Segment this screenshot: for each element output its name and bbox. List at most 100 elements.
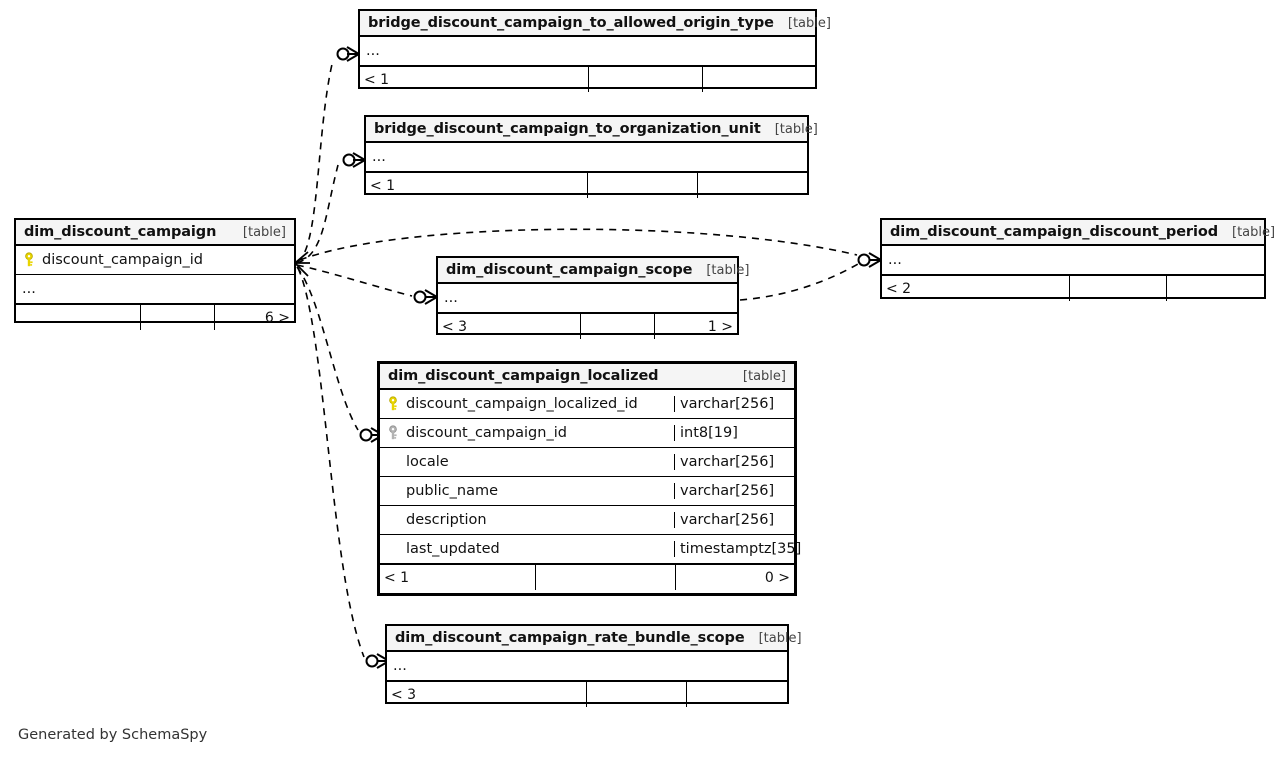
generated-by-credit: Generated by SchemaSpy: [18, 727, 208, 743]
collapsed-columns-ellipsis: ...: [882, 246, 1264, 275]
footer-middle: [1069, 276, 1166, 301]
edge-to-organization-unit: [296, 164, 339, 264]
table-bridge-discount-campaign-to-allowed-origin-type[interactable]: bridge_discount_campaign_to_allowed_orig…: [358, 9, 831, 92]
edge-endpoint-circle: [336, 47, 350, 61]
table-footer: < 2: [882, 275, 1264, 301]
footer-child-count: [702, 67, 815, 92]
table-footer: < 3: [387, 681, 787, 707]
footer-parent-count: < 3: [391, 686, 417, 703]
table-footer: < 1: [366, 172, 807, 198]
table-title: bridge_discount_campaign_to_allowed_orig…: [368, 15, 774, 31]
table-kind-label: [table]: [706, 262, 750, 278]
table-header: dim_discount_campaign_rate_bundle_scope …: [387, 626, 802, 652]
table-row[interactable]: discount_campaign_localized_id varchar[2…: [380, 390, 794, 419]
footer-child-count: [697, 173, 807, 198]
edge-parent-fan: [294, 251, 310, 277]
table-title: dim_discount_campaign_localized: [388, 368, 659, 384]
table-row[interactable]: description varchar[256]: [380, 506, 794, 535]
column-name-text: locale: [406, 454, 449, 470]
collapsed-columns-ellipsis: ...: [438, 284, 737, 313]
column-type-cell: varchar[256]: [674, 483, 794, 499]
footer-middle: [586, 682, 686, 707]
footer-parent-count: < 3: [442, 318, 468, 335]
foreign-key-icon: [386, 425, 400, 441]
edge-endpoint-circle: [359, 428, 373, 442]
footer-middle: [580, 314, 654, 339]
table-kind-label: [table]: [1232, 224, 1276, 240]
column-name-cell: public_name: [380, 483, 674, 499]
table-header: dim_discount_campaign [table]: [16, 220, 294, 246]
footer-middle: [587, 173, 697, 198]
column-name-text: discount_campaign_id: [406, 425, 567, 441]
edge-endpoint-circle: [413, 290, 427, 304]
table-header: bridge_discount_campaign_to_organization…: [366, 117, 818, 143]
table-footer: < 1: [360, 66, 815, 92]
edge-to-scope: [296, 264, 413, 297]
table-header: bridge_discount_campaign_to_allowed_orig…: [360, 11, 831, 37]
table-row[interactable]: public_name varchar[256]: [380, 477, 794, 506]
column-name-cell: last_updated: [380, 541, 674, 557]
column-name-cell: locale: [380, 454, 674, 470]
table-footer: 6 >: [16, 304, 294, 330]
column-name-text: public_name: [406, 483, 498, 499]
table-bridge-discount-campaign-to-organization-unit[interactable]: bridge_discount_campaign_to_organization…: [364, 115, 818, 198]
table-row[interactable]: last_updated timestamptz[35]: [380, 535, 801, 564]
table-kind-label: [table]: [758, 630, 802, 646]
column-type-cell: varchar[256]: [674, 512, 794, 528]
column-type-cell: timestamptz[35]: [674, 541, 801, 557]
table-dim-discount-campaign-localized[interactable]: dim_discount_campaign_localized [table] …: [377, 361, 801, 596]
edge-endpoint-circle: [857, 253, 871, 267]
table-row[interactable]: locale varchar[256]: [380, 448, 794, 477]
table-title: dim_discount_campaign_scope: [446, 262, 693, 278]
table-header: dim_discount_campaign_scope [table]: [438, 258, 749, 284]
primary-key-icon: [386, 396, 400, 412]
table-title: dim_discount_campaign: [24, 224, 217, 240]
table-title: dim_discount_campaign_discount_period: [890, 224, 1218, 240]
table-dim-discount-campaign-rate-bundle-scope[interactable]: dim_discount_campaign_rate_bundle_scope …: [385, 624, 802, 707]
edge-endpoint-circle: [365, 654, 379, 668]
table-row[interactable]: discount_campaign_id int8[19]: [380, 419, 794, 448]
primary-key-icon: [22, 252, 36, 268]
footer-child-count: [686, 682, 787, 707]
edge-endpoint-circle: [342, 153, 356, 167]
column-name-cell: discount_campaign_id: [16, 252, 294, 268]
edge-scope-to-discount-period: [739, 263, 859, 301]
footer-middle: [588, 67, 702, 92]
table-header: dim_discount_campaign_discount_period [t…: [882, 220, 1275, 246]
footer-parent-count: < 1: [364, 71, 390, 88]
column-type-cell: int8[19]: [674, 425, 794, 441]
column-name-cell: discount_campaign_id: [380, 425, 674, 441]
table-title: dim_discount_campaign_rate_bundle_scope: [395, 630, 745, 646]
footer-parent-count: [16, 305, 140, 330]
table-kind-label: [table]: [774, 121, 818, 137]
column-name-text: discount_campaign_localized_id: [406, 396, 638, 412]
table-kind-label: [table]: [742, 368, 786, 384]
edge-to-localized: [296, 266, 359, 431]
column-name-text: discount_campaign_id: [42, 252, 203, 268]
footer-middle: [535, 565, 675, 590]
edge-to-rate-bundle-scope: [297, 267, 365, 658]
collapsed-columns-ellipsis: ...: [387, 652, 787, 681]
table-row[interactable]: discount_campaign_id: [16, 246, 294, 275]
column-type-cell: varchar[256]: [674, 396, 794, 412]
table-dim-discount-campaign-discount-period[interactable]: dim_discount_campaign_discount_period [t…: [880, 218, 1275, 301]
column-name-cell: discount_campaign_localized_id: [380, 396, 674, 412]
collapsed-columns-ellipsis: ...: [366, 143, 807, 172]
footer-parent-count: < 1: [384, 569, 410, 586]
footer-parent-count: < 1: [370, 177, 396, 194]
footer-child-count: [1166, 276, 1264, 301]
footer-parent-count: < 2: [886, 280, 912, 297]
column-name-text: last_updated: [406, 541, 500, 557]
table-footer: < 3 1 >: [438, 313, 737, 339]
table-dim-discount-campaign[interactable]: dim_discount_campaign [table] discount_c…: [14, 218, 296, 330]
column-name-text: description: [406, 512, 487, 528]
table-kind-label: [table]: [787, 15, 831, 31]
table-header: dim_discount_campaign_localized [table]: [380, 364, 794, 390]
column-name-cell: description: [380, 512, 674, 528]
footer-child-count: 6 >: [214, 305, 294, 330]
table-kind-label: [table]: [242, 224, 286, 240]
footer-child-count: 1 >: [654, 314, 737, 339]
table-dim-discount-campaign-scope[interactable]: dim_discount_campaign_scope [table] ... …: [436, 256, 749, 339]
footer-middle: [140, 305, 214, 330]
